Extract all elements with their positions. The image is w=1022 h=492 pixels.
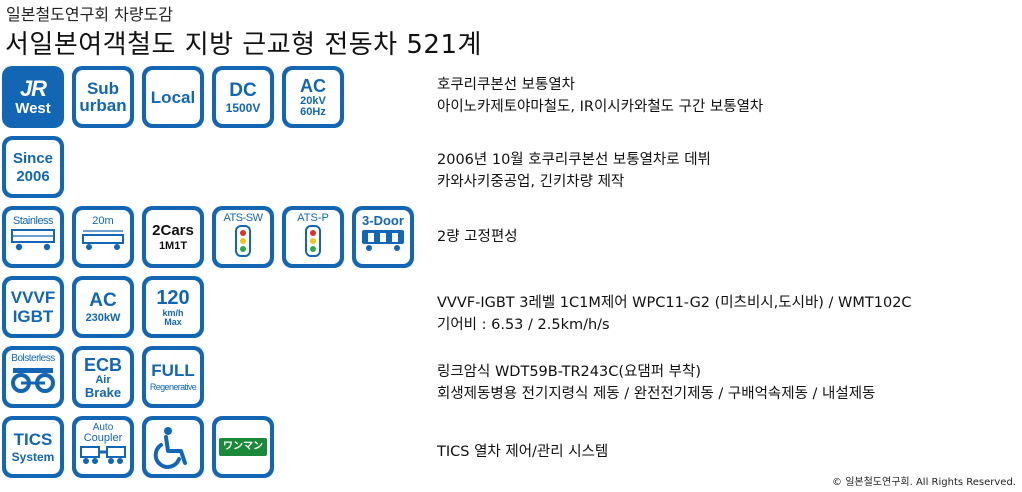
row-4-description: VVVF-IGBT 3레벨 1C1M제어 WPC11-G2 (미츠비시,도시바)… <box>437 292 912 336</box>
icon-label: Sub <box>86 79 120 98</box>
icon-label: VVVF <box>10 288 56 307</box>
icon-label: Auto <box>92 422 114 433</box>
wanman-label: ワンマン <box>219 438 267 456</box>
description-line: TICS 열차 제어/관리 시스템 <box>437 444 609 460</box>
description-line: VVVF-IGBT 3레벨 1C1M제어 WPC11-G2 (미츠비시,도시바)… <box>437 295 912 311</box>
icon-label: DC <box>229 79 257 101</box>
icon-label: 230kW <box>85 311 121 324</box>
description-line: 2006년 10월 호쿠리쿠본선 보통열차로 데뷔 <box>437 152 711 168</box>
description-line: 기어비 : 6.53 / 2.5km/h/s <box>437 317 610 333</box>
icon-label: Coupler <box>83 432 123 444</box>
wanman-one-man-icon: ワンマン <box>212 416 274 478</box>
icon-label: 2Cars <box>152 221 194 239</box>
wheelchair-icon <box>142 416 204 478</box>
icon-label: 1M1T <box>158 239 188 252</box>
icon-label: System <box>11 450 55 464</box>
icon-label: AC <box>89 289 117 311</box>
ac-20kv-icon: AC 20kV 60Hz <box>282 66 344 128</box>
icon-label: Stainless <box>12 215 54 227</box>
suburban-icon: Sub urban <box>72 66 134 128</box>
icon-label: 120 <box>156 286 190 309</box>
icon-label: ECB <box>83 354 122 375</box>
icon-label: Max <box>164 316 182 327</box>
icon-label: km/h <box>162 307 184 318</box>
ats-sw-signal-icon: ATS-SW <box>212 206 274 268</box>
icon-label: Air <box>95 373 111 386</box>
icon-label: Brake <box>84 384 122 400</box>
car-length-20m-icon: 20m <box>72 206 134 268</box>
description-line: 호쿠리쿠본선 보통열차 <box>437 77 576 93</box>
row-6-description: TICS 열차 제어/관리 시스템 <box>437 441 608 463</box>
car-length-diagram-icon <box>82 230 124 250</box>
coupler-diagram-icon <box>80 446 126 464</box>
jr-logo-text: JR <box>19 76 47 101</box>
ac-230kw-motor-icon: AC 230kW <box>72 276 134 338</box>
tics-system-icon: TICS System <box>2 416 64 478</box>
row-1-description: 호쿠리쿠본선 보통열차 아이노카제토야마철도, IR이시카와철도 구간 보통열차 <box>437 74 763 118</box>
car-body-icon <box>11 229 55 251</box>
two-cars-icon: 2Cars 1M1T <box>142 206 204 268</box>
ecb-air-brake-icon: ECB Air Brake <box>72 346 134 408</box>
description-line: 회생제동병용 전기지령식 제동 / 완전전기제동 / 구배억속제동 / 내설제동 <box>437 386 876 402</box>
jr-west-icon: JR West <box>2 66 64 128</box>
max-speed-120-icon: 120 km/h Max <box>142 276 204 338</box>
icon-label: AC <box>300 75 326 96</box>
bogie-wheels-icon <box>11 368 55 393</box>
traffic-signal-icon <box>305 225 321 257</box>
subtitle: 일본철도연구회 차량도감 <box>6 5 174 24</box>
icon-label: 60Hz <box>300 105 326 118</box>
three-door-icon: 3-Door <box>352 206 414 268</box>
icon-label: Regenerative <box>149 382 197 392</box>
icon-label: TICS <box>13 430 53 449</box>
row-2-description: 2006년 10월 호쿠리쿠본선 보통열차로 데뷔 카와사키중공업, 긴키차량 … <box>437 149 711 193</box>
wheelchair-symbol-icon <box>153 427 187 469</box>
door-car-icon <box>362 230 404 251</box>
local-icon: Local <box>142 66 204 128</box>
copyright-notice: © 일본철도연구회. All Rights Reserved. <box>832 477 1016 488</box>
icon-label: 20m <box>92 215 114 227</box>
icon-label: 1500V <box>225 100 261 115</box>
icon-label: urban <box>79 96 127 115</box>
description-line: 아이노카제토야마철도, IR이시카와철도 구간 보통열차 <box>437 99 764 115</box>
icon-label: 20kV <box>300 94 326 107</box>
dc-1500v-icon: DC 1500V <box>212 66 274 128</box>
icon-label: FULL <box>151 361 195 380</box>
west-text: West <box>15 100 51 117</box>
icon-label: Local <box>150 87 196 107</box>
icon-label: Since <box>12 149 54 167</box>
ats-p-signal-icon: ATS-P <box>282 206 344 268</box>
full-regenerative-icon: FULL Regenerative <box>142 346 204 408</box>
row-3-description: 2량 고정편성 <box>437 226 518 248</box>
icon-label: 2006 <box>16 167 50 185</box>
description-line: 카와사키중공업, 긴키차량 제작 <box>437 174 625 190</box>
since-2006-icon: Since 2006 <box>2 136 64 198</box>
icon-label: IGBT <box>12 307 54 326</box>
description-line: 2량 고정편성 <box>437 229 518 245</box>
traffic-signal-icon <box>235 225 251 257</box>
bolsterless-bogie-icon: Bolsterless <box>2 346 64 408</box>
row-5-description: 링크암식 WDT59B-TR243C(요댐퍼 부착) 회생제동병용 전기지령식 … <box>437 361 875 405</box>
icon-label: ATS-SW <box>223 212 263 224</box>
icon-label: 3-Door <box>362 213 404 228</box>
icon-label: Bolsterless <box>11 353 55 364</box>
vvvf-igbt-icon: VVVF IGBT <box>2 276 64 338</box>
description-line: 링크암식 WDT59B-TR243C(요댐퍼 부착) <box>437 364 701 380</box>
stainless-car-icon: Stainless <box>2 206 64 268</box>
icon-label: ATS-P <box>297 212 329 224</box>
page-title: 서일본여객철도 지방 근교형 전동차 521계 <box>5 30 482 60</box>
auto-coupler-icon: Auto Coupler <box>72 416 134 478</box>
